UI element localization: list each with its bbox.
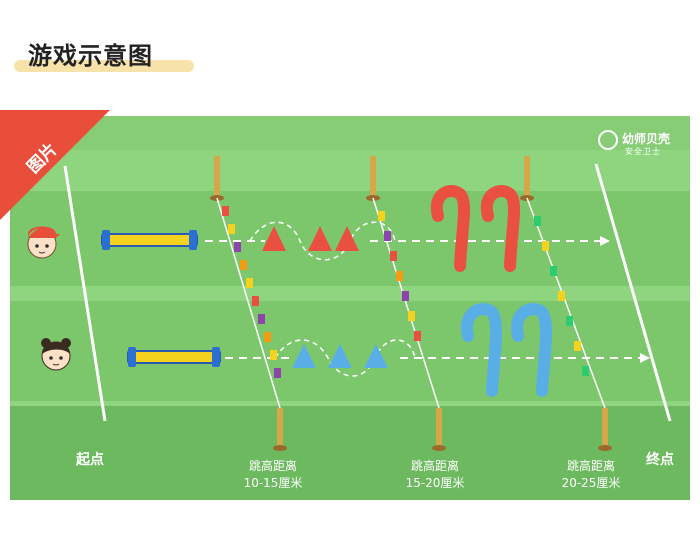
start-label: 起点 [76, 452, 104, 468]
logo-name: 幼师贝壳 [622, 132, 671, 146]
cone-icon [292, 344, 388, 368]
game-diagram [10, 116, 690, 500]
hook-icon [430, 185, 520, 272]
logo-icon [598, 130, 618, 150]
obstacle-label-2-range: 15-20厘米 [405, 476, 465, 490]
boy-avatar-icon [27, 226, 60, 259]
obstacle-label-3-title: 跳高距离 [566, 459, 615, 473]
obstacle-label-1-title: 跳高距离 [248, 459, 297, 473]
obstacle-label-2: 跳高距离 15-20厘米 [400, 458, 470, 492]
start-line [63, 165, 107, 422]
obstacle-label-3-range: 20-25厘米 [561, 476, 621, 490]
end-label: 终点 [646, 452, 674, 468]
balance-beam-icon [127, 347, 221, 367]
logo-sub: 安全卫士 [625, 147, 661, 156]
finish-line [594, 163, 672, 422]
obstacle-label-3: 跳高距离 20-25厘米 [556, 458, 626, 492]
hurdle-flags [222, 206, 589, 378]
obstacle-label-1-range: 10-15厘米 [243, 476, 303, 490]
cone-icon [262, 226, 359, 251]
girl-avatar-icon [41, 338, 71, 371]
page-title: 游戏示意图 [28, 42, 153, 70]
obstacle-label-2-title: 跳高距离 [410, 459, 459, 473]
title-underline [14, 60, 194, 72]
balance-beam-icon [101, 230, 198, 250]
hook-icon [460, 303, 553, 397]
obstacle-label-1: 跳高距离 10-15厘米 [238, 458, 308, 492]
section-header: 游戏示意图 [14, 36, 194, 76]
image-badge [0, 110, 110, 220]
